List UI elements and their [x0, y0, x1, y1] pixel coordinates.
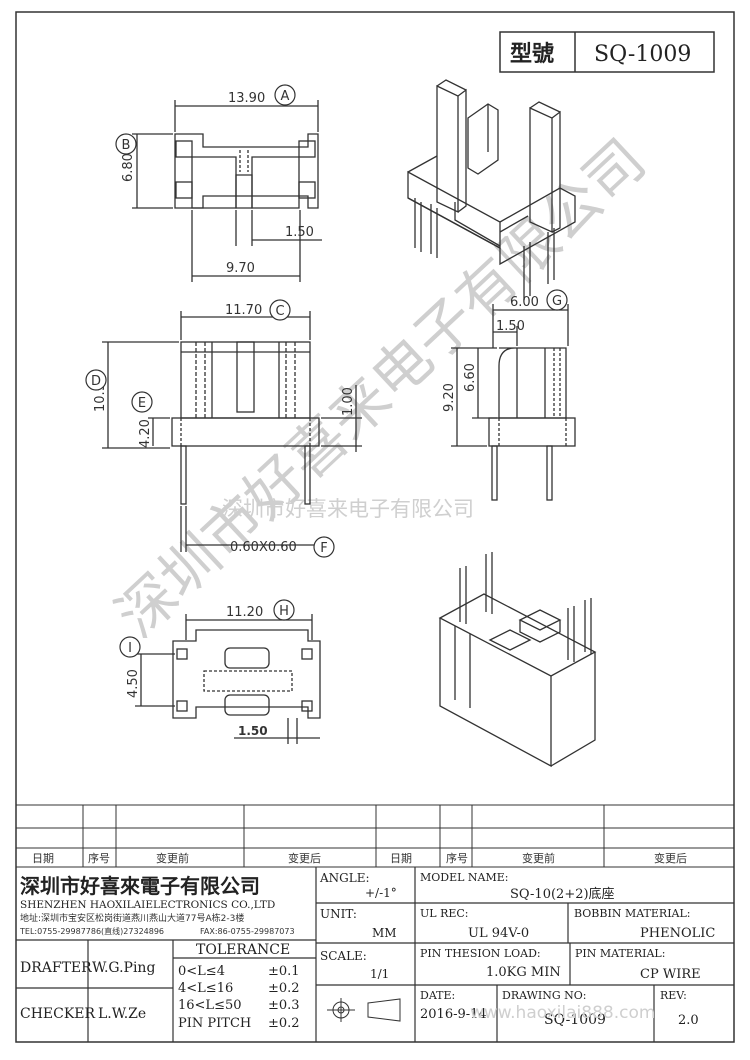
company-fax: FAX:86-0755-29987073	[200, 927, 295, 936]
url-watermark: www.haoxilai888.com	[470, 1003, 655, 1023]
rev-header-date-1: 日期	[32, 852, 54, 865]
dim-side-wall: 1.50	[496, 319, 525, 334]
callout-c: C	[275, 304, 284, 319]
unit-value: MM	[372, 926, 397, 940]
rev-header-before-1: 变更前	[156, 851, 189, 865]
projection-symbol-icon	[327, 998, 401, 1022]
callout-b: B	[122, 138, 131, 153]
model-header: 型號 SQ-1009	[499, 31, 715, 73]
rev-header-before-2: 变更前	[522, 851, 555, 865]
drawing-no-label: DRAWING NO:	[502, 989, 587, 1002]
callout-letters: A B C D E F G H I	[91, 89, 562, 656]
company-tel: TEL:0755-29987786(直线)27324896	[19, 926, 164, 936]
company-address: 地址:深圳市宝安区松岗街道燕川燕山大道77号A栋2-3楼	[20, 912, 244, 924]
date-label: DATE:	[420, 989, 455, 1002]
rev-label: REV:	[660, 989, 687, 1002]
tolerance-range-2: 4<L≤16	[178, 981, 233, 996]
revision-headers: 日期 序号 变更前 变更后 日期 序号 变更前 变更后	[32, 851, 687, 865]
horizontal-watermark: 深圳市好喜来电子有限公司	[222, 497, 474, 521]
dim-bottom-width: 11.20	[226, 605, 263, 620]
bobbin-material-value: PHENOLIC	[640, 926, 715, 941]
dim-pin-size: 0.60X0.60	[230, 540, 297, 555]
dim-side-height: 9.20	[442, 383, 457, 412]
bobbin-material-label: BOBBIN MATERIAL:	[574, 907, 691, 920]
signature-block: DRAFTER W.G.Ping CHECKER L.W.Ze	[20, 960, 155, 1022]
model-header-label: 型號	[510, 41, 554, 67]
tolerance-range-1: 0<L≤4	[178, 964, 225, 979]
callout-e: E	[138, 396, 146, 411]
rev-header-date-2: 日期	[390, 852, 412, 865]
dim-bottom-pitch: 1.50	[238, 724, 268, 738]
pin-material-label: PIN MATERIAL:	[575, 947, 665, 960]
angle-value: +/-1°	[365, 886, 397, 900]
tolerance-value-1: ±0.1	[268, 964, 300, 979]
tolerance-value-4: ±0.2	[268, 1016, 300, 1031]
drafter-label: DRAFTER	[20, 960, 92, 976]
company-name-cn: 深圳市好喜來電子有限公司	[20, 874, 260, 898]
checker-label: CHECKER	[20, 1006, 96, 1022]
isometric-bottom-view	[438, 552, 597, 768]
pin-material-value: CP WIRE	[640, 967, 701, 982]
spec-column-left: ANGLE: +/-1° UNIT: MM SCALE: 1/1	[319, 871, 397, 981]
rev-header-after-1: 变更后	[288, 851, 321, 865]
rev-header-after-2: 变更后	[654, 851, 687, 865]
dim-side-width: 6.00	[510, 295, 539, 310]
angle-label: ANGLE:	[319, 871, 370, 885]
tolerance-value-3: ±0.3	[268, 998, 300, 1013]
front-view	[102, 311, 362, 552]
spec-column-right: MODEL NAME: SQ-10(2+2)底座 UL REC: UL 94V-…	[420, 871, 715, 1028]
drawing-no-value: SQ-1009	[544, 1012, 606, 1028]
pin-tension-label: PIN THESION LOAD:	[420, 947, 541, 960]
tolerance-value-2: ±0.2	[268, 981, 300, 996]
scale-value: 1/1	[370, 967, 389, 981]
rev-header-seq-1: 序号	[88, 851, 110, 865]
drafter-value: W.G.Ping	[92, 960, 155, 976]
revision-table	[16, 804, 734, 868]
dim-side-inner: 6.60	[463, 363, 478, 392]
checker-value: L.W.Ze	[98, 1006, 146, 1022]
dim-top-gap: 1.50	[285, 225, 314, 240]
rev-header-seq-2: 序号	[446, 851, 468, 865]
unit-label: UNIT:	[320, 907, 357, 921]
model-header-number: SQ-1009	[594, 42, 691, 67]
dim-front-width: 11.70	[225, 303, 262, 318]
model-name-label: MODEL NAME:	[420, 871, 509, 884]
pin-tension-value: 1.0KG MIN	[486, 965, 561, 980]
tolerance-range-4: PIN PITCH	[178, 1016, 251, 1031]
scale-label: SCALE:	[320, 949, 367, 963]
company-name-en: SHENZHEN HAOXILAIELECTRONICS CO.,LTD	[20, 899, 275, 911]
tolerance-block: TOLERANCE 0<L≤4 ±0.1 4<L≤16 ±0.2 16<L≤50…	[178, 942, 300, 1031]
callout-i: I	[128, 641, 132, 656]
ul-rec-value: UL 94V-0	[468, 926, 529, 941]
outer-frame	[15, 11, 735, 1043]
rev-value: 2.0	[678, 1013, 699, 1028]
callouts	[85, 84, 568, 658]
date-value: 2016-9-14	[420, 1007, 487, 1022]
tolerance-range-3: 16<L≤50	[178, 998, 242, 1013]
dim-front-slot: 1.00	[341, 387, 356, 416]
callout-h: H	[279, 604, 289, 619]
callout-g: G	[552, 294, 562, 309]
isometric-top-view	[407, 79, 576, 300]
model-name-value: SQ-10(2+2)底座	[510, 886, 615, 902]
dim-top-inner: 9.70	[226, 261, 255, 276]
bottom-view	[135, 614, 321, 744]
company-info: 深圳市好喜來電子有限公司 SHENZHEN HAOXILAIELECTRONIC…	[19, 874, 295, 936]
dim-front-base: 4.20	[138, 419, 153, 448]
top-view	[132, 100, 322, 282]
dim-bottom-height: 4.50	[126, 669, 141, 698]
dim-top-width: 13.90	[228, 91, 265, 106]
ul-rec-label: UL REC:	[420, 907, 469, 920]
dimension-labels: 13.90 6.80 1.50 9.70 11.70 10.90 4.20 1.…	[93, 91, 539, 738]
callout-d: D	[91, 374, 101, 389]
title-block-grid	[16, 867, 734, 1042]
tolerance-title: TOLERANCE	[196, 942, 290, 958]
callout-a: A	[281, 89, 290, 104]
callout-f: F	[320, 541, 327, 556]
dim-top-height: 6.80	[121, 153, 136, 182]
